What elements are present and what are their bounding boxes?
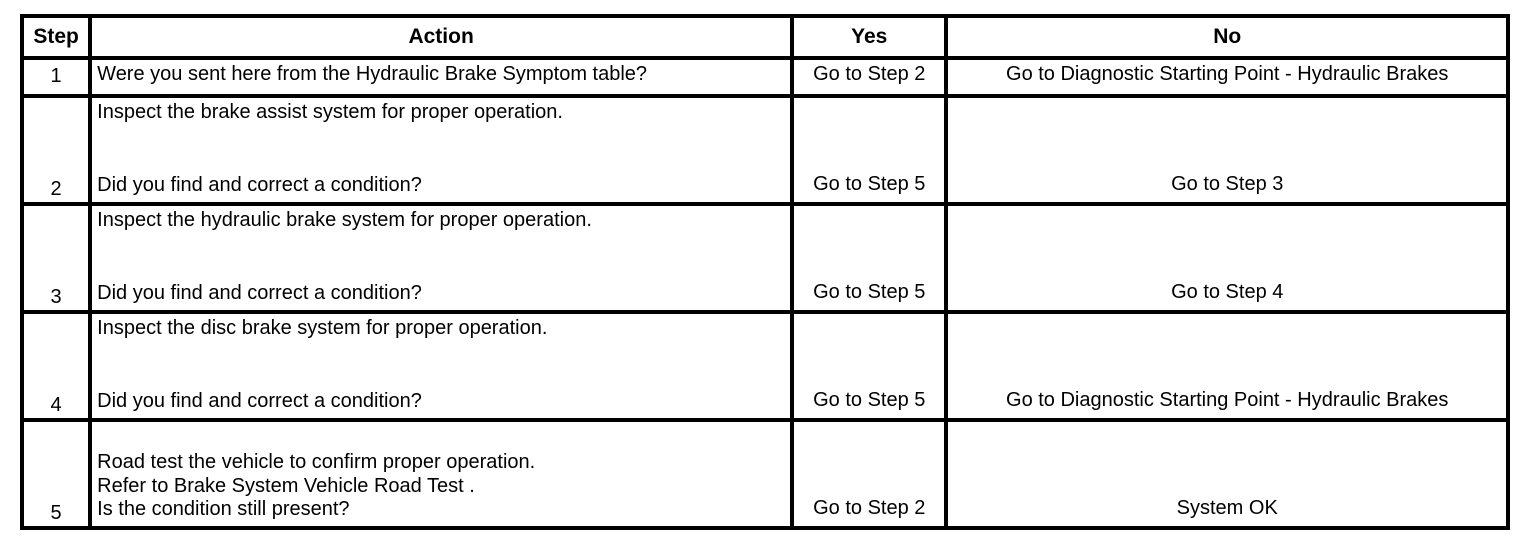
yes-value: Go to Step 2 [813, 497, 926, 520]
no-value: Go to Diagnostic Starting Point - Hydrau… [1006, 389, 1449, 412]
action-line: Refer to Brake System Vehicle Road Test … [97, 474, 475, 497]
no-value: Go to Step 3 [1171, 173, 1284, 196]
cell-step: 3 [19, 203, 93, 314]
action-line-spacer [97, 341, 785, 391]
cell-no: Go to Diagnostic Starting Point - Hydrau… [944, 311, 1510, 422]
action-line-group: Inspect the hydraulic brake system for p… [92, 206, 790, 310]
table-header: Step Action Yes No [19, 16, 1510, 60]
yes-value: Go to Step 5 [813, 173, 926, 196]
column-header-yes: Yes [790, 16, 949, 60]
action-line: Inspect the brake assist system for prop… [97, 101, 563, 123]
cell-action: Inspect the brake assist system for prop… [88, 95, 795, 206]
cell-no: Go to Step 3 [944, 95, 1510, 206]
action-line-group: Inspect the disc brake system for proper… [92, 314, 790, 418]
action-line: Did you find and correct a condition? [97, 282, 422, 305]
cell-action: Inspect the hydraulic brake system for p… [88, 203, 795, 314]
action-line: Were you sent here from the Hydraulic Br… [97, 63, 648, 85]
cell-yes: Go to Step 5 [790, 311, 949, 422]
header-row: Step Action Yes No [19, 16, 1510, 60]
cell-no: System OK [944, 419, 1510, 528]
no-value: Go to Diagnostic Starting Point - Hydrau… [1006, 62, 1449, 85]
action-line-group: Were you sent here from the Hydraulic Br… [92, 60, 790, 94]
cell-step: 2 [19, 95, 93, 206]
action-line: Is the condition still present? [97, 498, 350, 521]
column-header-no: No [944, 16, 1510, 60]
action-line-spacer [97, 233, 785, 283]
cell-action: Were you sent here from the Hydraulic Br… [88, 57, 795, 98]
cell-no: Go to Step 4 [944, 203, 1510, 314]
cell-yes: Go to Step 2 [790, 57, 949, 98]
action-line: Did you find and correct a condition? [97, 390, 422, 413]
cell-yes: Go to Step 2 [790, 419, 949, 528]
action-line: Inspect the disc brake system for proper… [97, 317, 548, 339]
action-line: Road test the vehicle to confirm proper … [97, 451, 536, 474]
action-line-group: Inspect the brake assist system for prop… [92, 98, 790, 202]
column-header-action: Action [88, 16, 795, 60]
action-line: Did you find and correct a condition? [97, 174, 422, 197]
no-value: System OK [1176, 497, 1278, 520]
column-header-step: Step [19, 16, 93, 60]
yes-value: Go to Step 5 [813, 389, 926, 412]
action-line-group: Road test the vehicle to confirm proper … [92, 422, 790, 526]
action-line: Inspect the hydraulic brake system for p… [97, 209, 592, 231]
cell-action: Inspect the disc brake system for proper… [88, 311, 795, 422]
cell-action: Road test the vehicle to confirm proper … [88, 419, 795, 528]
cell-yes: Go to Step 5 [790, 203, 949, 314]
cell-no: Go to Diagnostic Starting Point - Hydrau… [944, 57, 1510, 98]
yes-value: Go to Step 5 [813, 281, 926, 304]
yes-value: Go to Step 2 [813, 62, 926, 85]
cell-step: 4 [19, 311, 93, 422]
cell-step: 5 [19, 419, 93, 528]
action-line-spacer [97, 125, 785, 175]
cell-step: 1 [19, 57, 93, 98]
cell-yes: Go to Step 5 [790, 95, 949, 206]
no-value: Go to Step 4 [1171, 281, 1284, 304]
